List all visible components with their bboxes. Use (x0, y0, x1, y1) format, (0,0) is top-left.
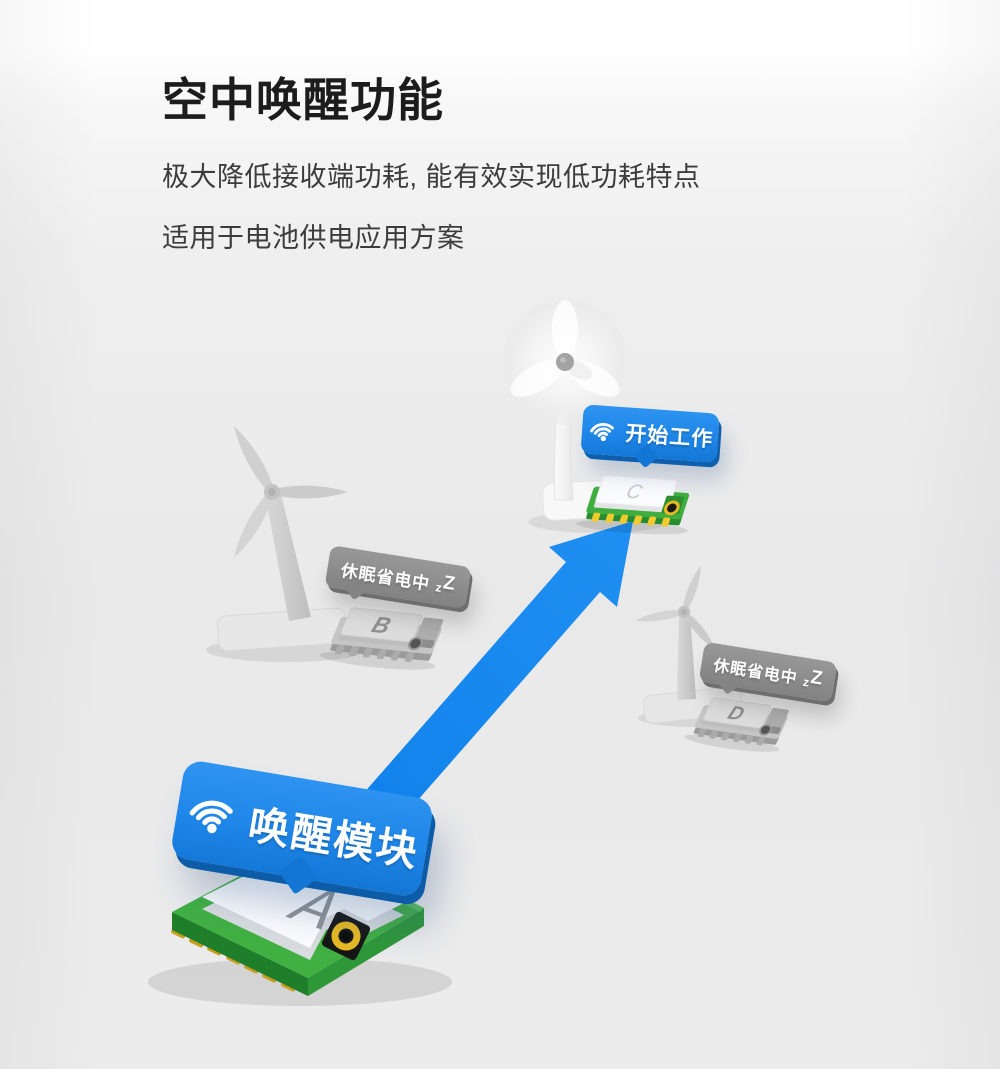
module-c-pins (591, 512, 671, 527)
windmill-b (206, 426, 366, 662)
module-a-board-side-right (308, 908, 424, 996)
bubble-wake-label: 唤醒模块 (245, 801, 423, 875)
module-d-pins (697, 728, 766, 746)
turbine-c-spinning-blades (502, 299, 628, 425)
bubble-wake-module: 唤醒模块 (169, 758, 435, 899)
subtitle-line-2: 适用于电池供电应用方案 (162, 222, 465, 253)
page-title: 空中唤醒功能 (162, 74, 444, 126)
windmill-d-pole (677, 613, 696, 700)
module-c: C (576, 474, 690, 535)
wifi-icon (589, 423, 614, 442)
module-b: B (319, 607, 444, 670)
module-d: D (684, 697, 789, 752)
windmill-b-blades (233, 426, 349, 558)
windmill-d-blades (635, 565, 716, 650)
header: 空中唤醒功能 极大降低接收端功耗, 能有效实现低功耗特点 适用于电池供电应用方案 (162, 74, 862, 255)
bubble-start-work: 开始工作 (580, 404, 720, 469)
subtitle-line-1: 极大降低接收端功耗, 能有效实现低功耗特点 (162, 161, 701, 192)
module-b-pins (335, 644, 415, 662)
module-a-antenna-connector (321, 911, 371, 961)
wake-signal-arrow (313, 521, 633, 881)
module-a-board-side-left (172, 912, 308, 996)
module-a-chip-top (202, 850, 404, 948)
windmill-b-pole (265, 494, 311, 621)
sleep-zz-text: zZ (434, 572, 457, 595)
sleep-zz-text: zZ (802, 666, 825, 690)
bubble-start-label: 开始工作 (624, 421, 715, 451)
wifi-icon (189, 800, 233, 834)
arrow-shape (313, 521, 633, 881)
